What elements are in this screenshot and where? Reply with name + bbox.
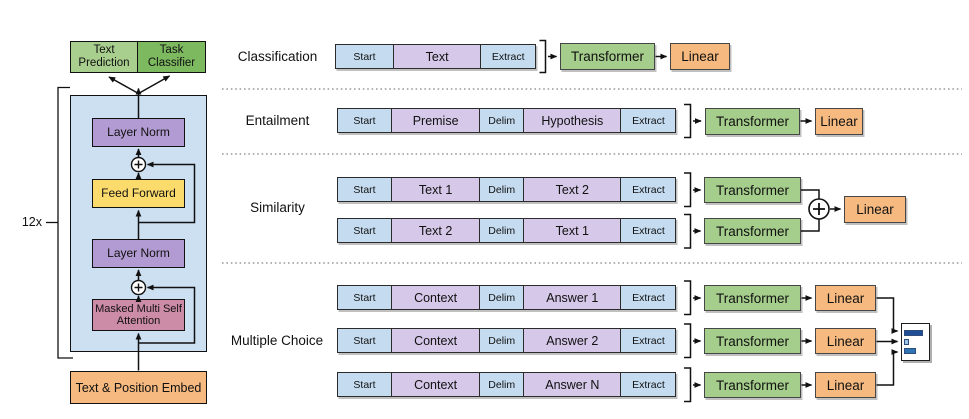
token-extract: Extract bbox=[620, 177, 677, 202]
similarity-transformer-box-1: Transformer bbox=[704, 177, 801, 203]
feed-forward-box: Feed Forward bbox=[92, 179, 185, 208]
token-extract: Extract bbox=[620, 328, 677, 353]
score-bar-3 bbox=[904, 348, 916, 354]
token-answerN: Answer N bbox=[522, 372, 622, 397]
classification-token-strip: Start Text Extract bbox=[335, 44, 537, 69]
token-context: Context bbox=[390, 285, 481, 310]
task-label-similarity: Similarity bbox=[250, 200, 305, 215]
token-delim: Delim bbox=[479, 285, 525, 310]
classification-linear-box: Linear bbox=[670, 43, 730, 70]
similarity-linear-box: Linear bbox=[844, 196, 906, 223]
similarity-token-strip-1: Start Text 1 Delim Text 2 Extract bbox=[337, 177, 677, 202]
multiple-choice-token-strip-1: Start Context Delim Answer 1 Extract bbox=[337, 285, 677, 310]
token-extract: Extract bbox=[620, 372, 677, 397]
multiple-choice-linear-box-2: Linear bbox=[815, 328, 876, 354]
token-extract: Extract bbox=[620, 218, 677, 243]
token-start: Start bbox=[335, 44, 394, 69]
token-answer1: Answer 1 bbox=[522, 285, 622, 310]
multiple-choice-linear-box-3: Linear bbox=[815, 372, 876, 398]
answer-score-chart bbox=[901, 323, 930, 361]
token-context: Context bbox=[390, 328, 481, 353]
token-delim: Delim bbox=[479, 177, 525, 202]
token-context: Context bbox=[390, 372, 481, 397]
token-delim: Delim bbox=[479, 372, 525, 397]
token-answer2: Answer 2 bbox=[522, 328, 622, 353]
token-delim: Delim bbox=[479, 218, 525, 243]
token-text: Text bbox=[392, 44, 482, 69]
score-bar-1 bbox=[904, 330, 923, 336]
similarity-token-strip-2: Start Text 2 Delim Text 1 Extract bbox=[337, 218, 677, 243]
token-delim: Delim bbox=[479, 328, 525, 353]
text-prediction-box: Text Prediction bbox=[70, 41, 138, 73]
task-label-multiple-choice: Multiple Choice bbox=[230, 333, 324, 348]
multiple-choice-transformer-box-1: Transformer bbox=[704, 285, 801, 311]
embedding-box: Text & Position Embed bbox=[70, 371, 207, 404]
token-hypothesis: Hypothesis bbox=[522, 108, 622, 133]
extract-bracket bbox=[539, 39, 547, 74]
entailment-transformer-box: Transformer bbox=[705, 108, 800, 135]
token-text2: Text 2 bbox=[390, 218, 481, 243]
task-label-entailment: Entailment bbox=[245, 113, 310, 128]
classification-transformer-box: Transformer bbox=[560, 43, 655, 70]
extract-bracket bbox=[684, 213, 692, 249]
repeat-count-label: 12x bbox=[21, 215, 42, 229]
token-start: Start bbox=[337, 218, 392, 243]
extract-bracket bbox=[684, 172, 692, 208]
entailment-token-strip: Start Premise Delim Hypothesis Extract bbox=[337, 108, 677, 133]
token-text2: Text 2 bbox=[522, 177, 622, 202]
extract-bracket bbox=[684, 323, 692, 359]
token-extract: Extract bbox=[620, 108, 677, 133]
token-extract: Extract bbox=[480, 44, 537, 69]
token-start: Start bbox=[337, 328, 392, 353]
token-text1: Text 1 bbox=[390, 177, 481, 202]
token-text1: Text 1 bbox=[522, 218, 622, 243]
similarity-transformer-box-2: Transformer bbox=[704, 218, 801, 244]
entailment-linear-box: Linear bbox=[815, 108, 863, 135]
extract-bracket bbox=[684, 367, 692, 403]
token-extract: Extract bbox=[620, 285, 677, 310]
multiple-choice-transformer-box-3: Transformer bbox=[704, 372, 801, 398]
layer-norm-top-box: Layer Norm bbox=[92, 118, 185, 147]
token-start: Start bbox=[337, 177, 392, 202]
token-premise: Premise bbox=[390, 108, 481, 133]
multiple-choice-transformer-box-2: Transformer bbox=[704, 328, 801, 354]
task-label-classification: Classification bbox=[237, 49, 318, 64]
multiple-choice-token-strip-3: Start Context Delim Answer N Extract bbox=[337, 372, 677, 397]
token-start: Start bbox=[337, 285, 392, 310]
task-classifier-box: Task Classifier bbox=[137, 41, 206, 73]
repeat-bracket bbox=[46, 86, 73, 359]
extract-bracket bbox=[684, 280, 692, 316]
extract-bracket bbox=[684, 103, 692, 139]
layer-norm-bottom-box: Layer Norm bbox=[92, 239, 185, 268]
score-bar-2 bbox=[904, 339, 909, 345]
token-delim: Delim bbox=[479, 108, 525, 133]
multiple-choice-linear-box-1: Linear bbox=[815, 285, 876, 311]
masked-attention-box: Masked Multi Self Attention bbox=[92, 299, 185, 331]
token-start: Start bbox=[337, 372, 392, 397]
add-circle-icon bbox=[808, 198, 830, 220]
multiple-choice-token-strip-2: Start Context Delim Answer 2 Extract bbox=[337, 328, 677, 353]
token-start: Start bbox=[337, 108, 392, 133]
